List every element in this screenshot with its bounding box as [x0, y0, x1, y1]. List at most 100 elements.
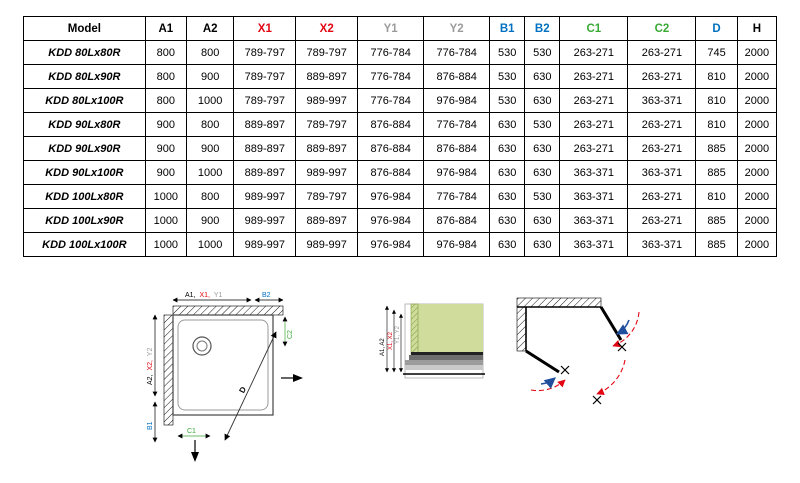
dimension-label-a1a2: A1, A2 — [380, 338, 386, 356]
dimension-label-c2: C2 — [287, 330, 294, 339]
value-cell: 263-271 — [627, 112, 697, 137]
value-cell: 630 — [524, 88, 561, 113]
door-swing-arc-top — [612, 311, 640, 348]
value-cell: 776-784 — [357, 64, 425, 89]
value-cell: 530 — [489, 88, 526, 113]
value-cell: 2000 — [736, 88, 778, 113]
value-cell: 789-797 — [233, 64, 297, 89]
column-header: H — [736, 16, 778, 41]
drain-circle — [192, 336, 212, 356]
dimension-label-x2: X2, — [147, 360, 154, 371]
value-cell: 776-784 — [357, 40, 425, 65]
value-cell: 263-271 — [559, 88, 629, 113]
value-cell: 1000 — [144, 184, 187, 209]
value-cell: 263-271 — [627, 64, 697, 89]
value-cell: 2000 — [736, 64, 778, 89]
value-cell: 889-897 — [233, 160, 297, 185]
value-cell: 976-984 — [423, 232, 491, 257]
value-cell: 630 — [524, 208, 561, 233]
wall-hatch-top — [172, 305, 284, 316]
column-header: B2 — [524, 16, 561, 41]
value-cell: 800 — [144, 64, 187, 89]
dimension-label-y2: Y2 — [147, 348, 154, 357]
value-cell: 789-797 — [295, 112, 359, 137]
model-cell: KDD 80Lx100R — [23, 88, 146, 113]
value-cell: 630 — [489, 136, 526, 161]
value-cell: 2000 — [736, 184, 778, 209]
shower-tray — [172, 314, 274, 416]
handle-mark-left — [560, 365, 570, 375]
dimension-label-y1y2: Y1, Y2 — [395, 325, 401, 344]
value-cell: 263-271 — [559, 136, 629, 161]
entry-arrow-down — [191, 440, 199, 462]
wall-green-area — [410, 303, 483, 359]
column-header: D — [695, 16, 738, 41]
value-cell: 889-897 — [233, 136, 297, 161]
model-cell: KDD 100Lx80R — [23, 184, 146, 209]
value-cell: 2000 — [736, 160, 778, 185]
value-cell: 885 — [695, 136, 738, 161]
value-cell: 789-797 — [295, 184, 359, 209]
value-cell: 976-984 — [357, 208, 425, 233]
handle-mark-top — [617, 342, 627, 352]
value-cell: 776-784 — [423, 184, 491, 209]
value-cell: 876-884 — [357, 112, 425, 137]
wall-hatch-left — [163, 314, 174, 426]
door-direction-arrow-top — [616, 319, 630, 335]
value-cell: 789-797 — [233, 40, 297, 65]
value-cell: 900 — [185, 64, 235, 89]
value-cell: 800 — [185, 40, 235, 65]
value-cell: 630 — [524, 232, 561, 257]
value-cell: 889-897 — [295, 208, 359, 233]
value-cell: 885 — [695, 232, 738, 257]
door-swing-arc-left — [530, 379, 566, 392]
value-cell: 2000 — [736, 112, 778, 137]
door-direction-arrow-left — [540, 377, 556, 389]
model-cell: KDD 80Lx90R — [23, 64, 146, 89]
value-cell: 889-897 — [295, 136, 359, 161]
value-cell: 900 — [185, 136, 235, 161]
column-header: A2 — [185, 16, 235, 41]
value-cell: 976-984 — [423, 160, 491, 185]
value-cell: 789-797 — [295, 40, 359, 65]
value-cell: 263-271 — [627, 184, 697, 209]
floor-profile-layers — [403, 352, 485, 375]
value-cell: 263-271 — [627, 136, 697, 161]
value-cell: 776-784 — [357, 88, 425, 113]
value-cell: 263-271 — [559, 40, 629, 65]
value-cell: 630 — [489, 112, 526, 137]
value-cell: 2000 — [736, 232, 778, 257]
value-cell: 530 — [489, 40, 526, 65]
column-header: Model — [23, 16, 146, 41]
value-cell: 876-884 — [423, 64, 491, 89]
value-cell: 800 — [185, 112, 235, 137]
value-cell: 810 — [695, 184, 738, 209]
value-cell: 363-371 — [559, 184, 629, 209]
value-cell: 776-784 — [423, 112, 491, 137]
value-cell: 800 — [144, 40, 187, 65]
handle-mark-outer — [592, 395, 602, 405]
value-cell: 989-997 — [233, 184, 297, 209]
dimension-label-x1x2: X1, X2 — [388, 331, 394, 350]
value-cell: 885 — [695, 208, 738, 233]
dimension-label-b1: B1 — [147, 421, 154, 430]
value-cell: 1000 — [185, 88, 235, 113]
value-cell: 745 — [695, 40, 738, 65]
value-cell: 363-371 — [627, 232, 697, 257]
value-cell: 989-997 — [295, 160, 359, 185]
model-cell: KDD 90Lx80R — [23, 112, 146, 137]
dimension-label-b2: B2 — [262, 292, 271, 299]
value-cell: 630 — [489, 232, 526, 257]
dimension-label-a2x2y2: A2, X2, Y2 — [147, 348, 154, 385]
wall-hatch-left-short — [516, 306, 527, 352]
value-cell: 1000 — [144, 232, 187, 257]
column-header: C2 — [627, 16, 697, 41]
